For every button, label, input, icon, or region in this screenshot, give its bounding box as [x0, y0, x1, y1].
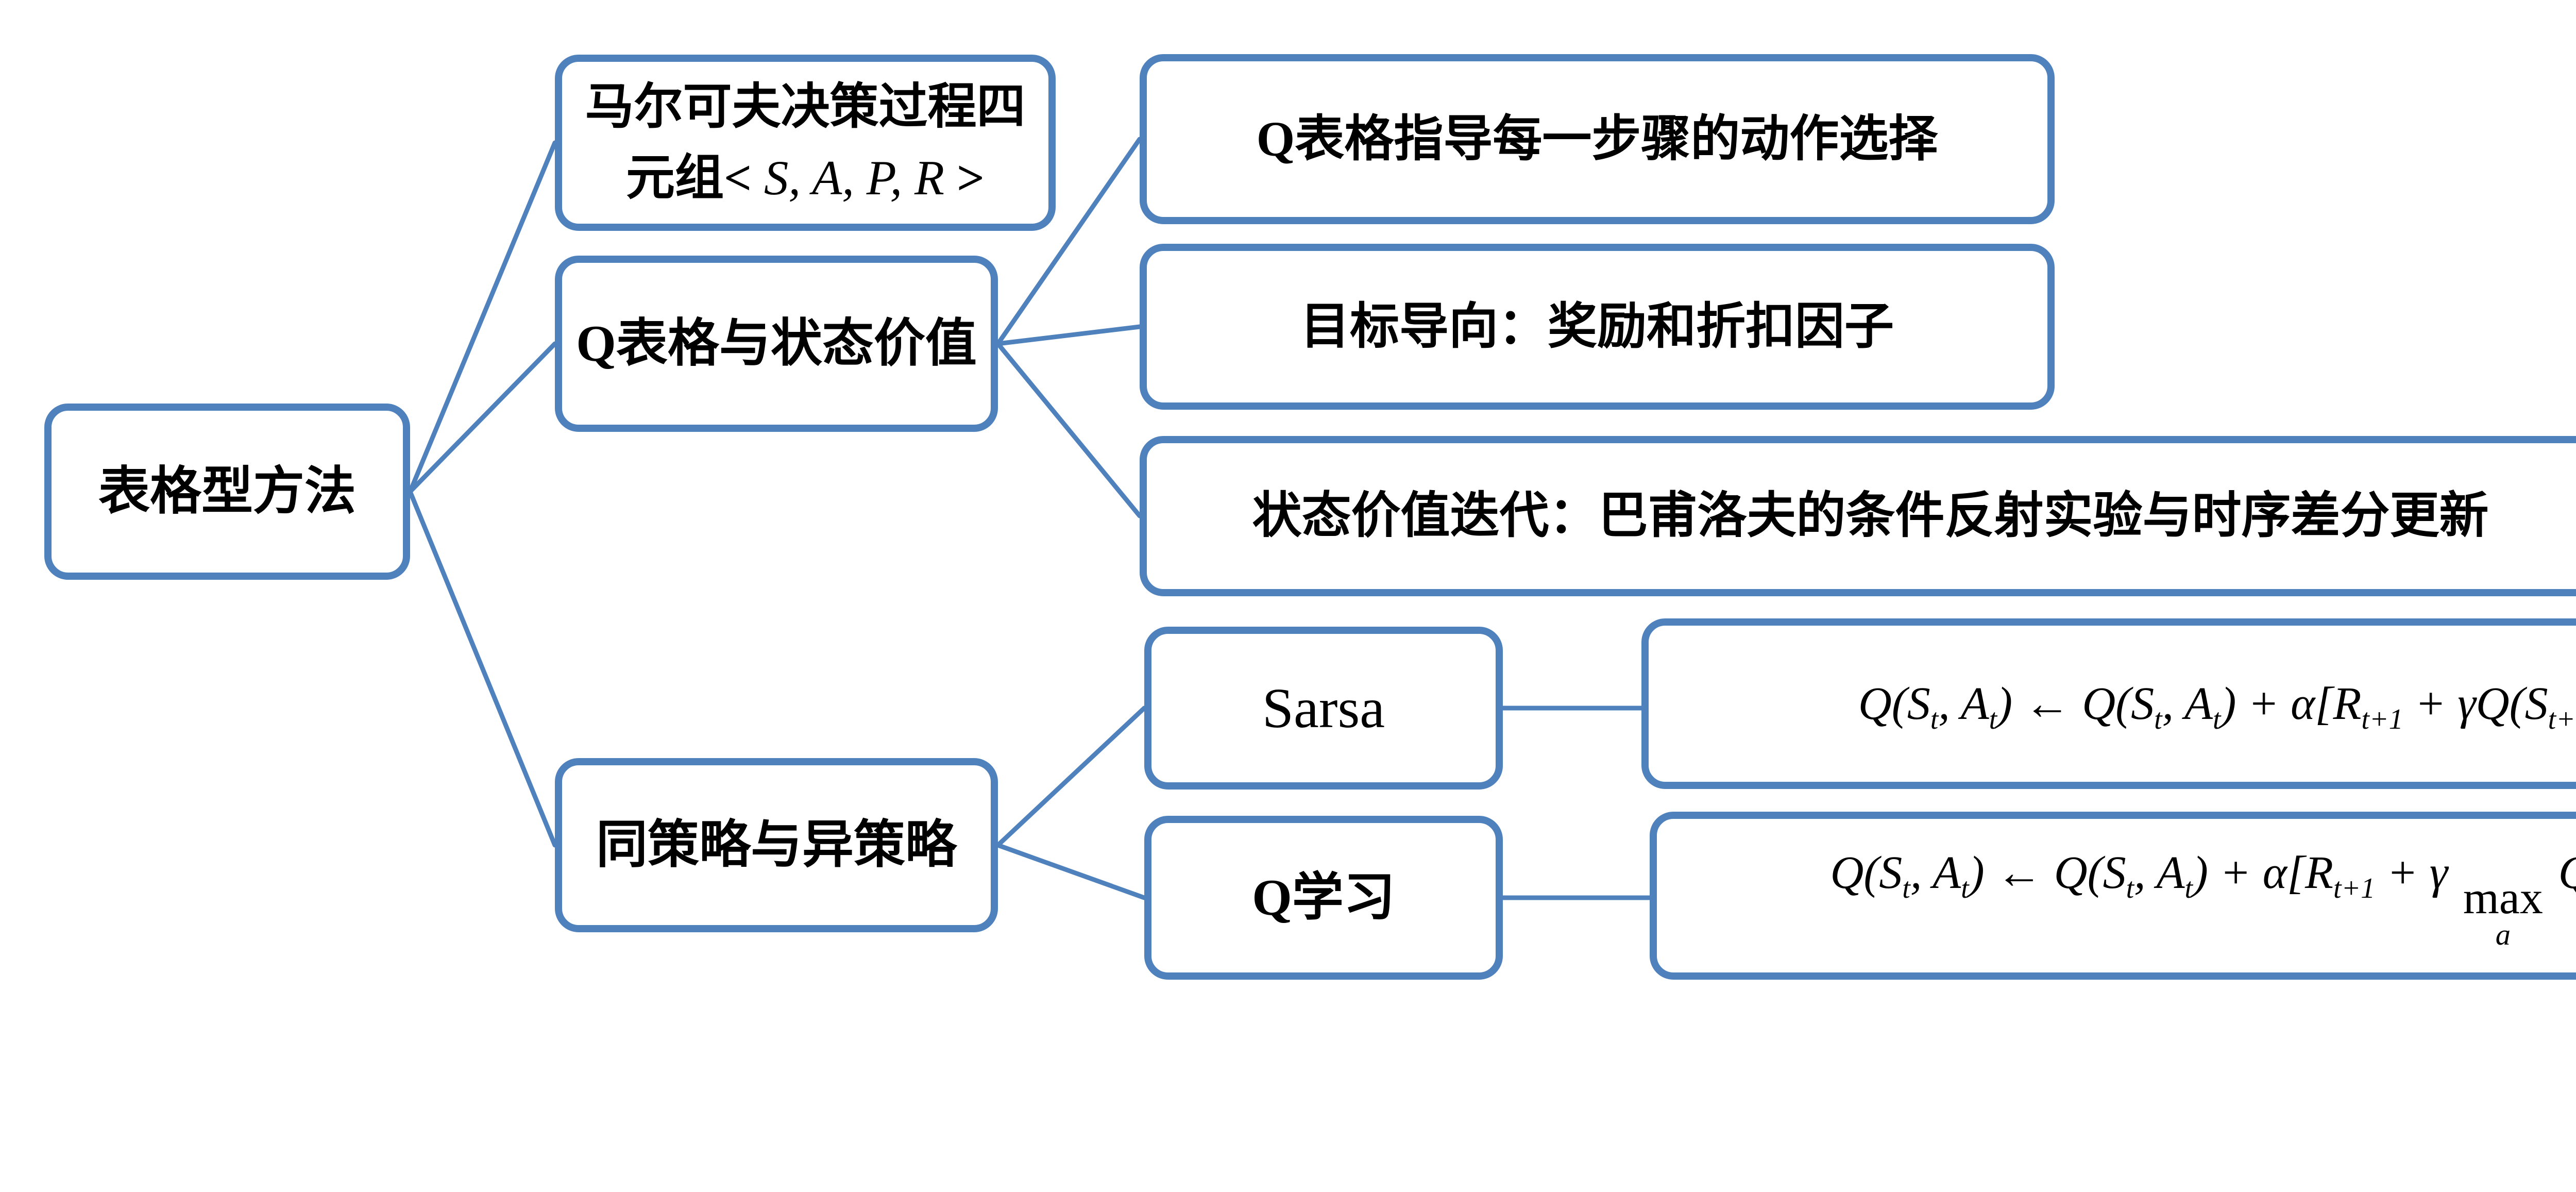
- node-mdp-tuple[interactable]: 马尔可夫决策过程四 元组< S, A, P, R >: [555, 55, 1056, 231]
- node-action-selection[interactable]: Q表格指导每一步骤的动作选择: [1140, 54, 2055, 224]
- node-qtable[interactable]: Q表格与状态价值: [555, 256, 998, 432]
- node-qlearning-label: Q学习: [1252, 869, 1395, 926]
- node-sarsa[interactable]: Sarsa: [1144, 627, 1503, 790]
- connector-policy-qlearning: [995, 843, 1147, 900]
- node-value-iteration-label: 状态价值迭代：巴甫洛夫的条件反射实验与时序差分更新: [1252, 488, 2489, 544]
- node-root-label: 表格型方法: [98, 463, 356, 520]
- mdp-line2: 元组< S, A, P, R >: [626, 150, 985, 205]
- mdp-line1: 马尔可夫决策过程四: [585, 79, 1026, 135]
- node-sarsa-formula[interactable]: Q(St, At) ← Q(St, At) + α[Rt+1 + γQ(St+1…: [1641, 618, 2576, 789]
- sarsa-update-equation: Q(St, At) ← Q(St, At) + α[Rt+1 + γQ(St+1…: [1858, 678, 2576, 735]
- connector-qtable-goal: [995, 324, 1142, 346]
- node-qtable-label: Q表格与状态价值: [576, 315, 977, 372]
- node-value-iteration[interactable]: 状态价值迭代：巴甫洛夫的条件反射实验与时序差分更新: [1140, 436, 2576, 596]
- node-sarsa-label: Sarsa: [1262, 676, 1385, 740]
- connector-root-qtable: [408, 341, 557, 494]
- node-goal-oriented[interactable]: 目标导向：奖励和折扣因子: [1140, 244, 2055, 410]
- node-policy-label: 同策略与异策略: [596, 816, 957, 874]
- node-mdp-label: 马尔可夫决策过程四 元组< S, A, P, R >: [585, 72, 1025, 214]
- node-action-selection-label: Q表格指导每一步骤的动作选择: [1256, 111, 1938, 166]
- node-goal-oriented-label: 目标导向：奖励和折扣因子: [1300, 298, 1894, 354]
- node-policy[interactable]: 同策略与异策略: [555, 758, 998, 932]
- connector-root-mdp: [408, 140, 557, 494]
- connector-qtable-action: [995, 137, 1142, 346]
- node-root[interactable]: 表格型方法: [44, 404, 410, 580]
- connector-root-policy: [408, 489, 557, 848]
- node-qlearning[interactable]: Q学习: [1144, 816, 1503, 980]
- connector-qtable-valueiter: [995, 341, 1142, 518]
- connector-policy-sarsa: [995, 706, 1147, 848]
- mdp-tuple-math: S, A, P, R: [764, 150, 945, 205]
